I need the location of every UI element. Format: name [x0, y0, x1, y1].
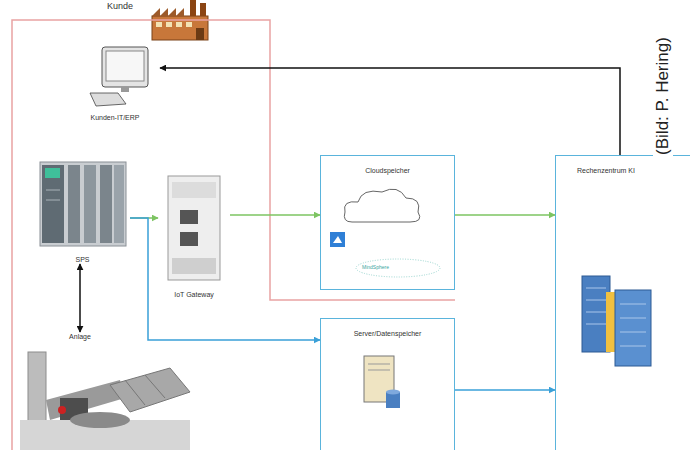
black-arrow — [79, 264, 81, 332]
box-title: Rechenzentrum KI — [576, 166, 636, 175]
plant-node: Anlage — [15, 332, 145, 450]
node-label: Kunde — [107, 1, 133, 12]
computer-icon — [90, 47, 148, 106]
node-label: Kunden-IT/ERP — [70, 113, 160, 122]
server-box: Server/Datenspeicher — [320, 318, 455, 450]
node-label: Anlage — [15, 332, 145, 341]
region-border — [12, 20, 455, 450]
gateway-node: IoT Gateway — [158, 172, 230, 299]
node-label: SPS — [35, 255, 130, 264]
image-credit: (Bild: P. Hering) — [653, 11, 673, 181]
green-arrow — [130, 217, 158, 219]
box-title: Server/Datenspeicher — [321, 329, 454, 338]
datacenter-box: Rechenzentrum KI — [555, 155, 690, 450]
erp-node: Kunden-IT/ERP — [70, 42, 160, 122]
blue-arrow — [455, 389, 555, 391]
box-title: Cloudspeicher — [321, 166, 454, 175]
machine-image — [20, 352, 190, 450]
datacenter-icon — [582, 276, 651, 366]
cloud-icon — [330, 189, 440, 277]
plc-node: SPS — [35, 158, 130, 264]
node-label: IoT Gateway — [158, 290, 230, 299]
green-arrow — [230, 214, 320, 216]
platform-logo-text: MindSphere — [362, 264, 389, 270]
region-outline — [12, 20, 455, 450]
black-arrow — [160, 68, 620, 155]
server-icon — [364, 356, 400, 408]
customer-region: KundeKunden-IT/ERPSPSIoT GatewayAnlageSe… — [12, 20, 455, 450]
plc-image — [40, 162, 126, 246]
gateway-image — [168, 176, 220, 280]
blue-arrow — [130, 218, 320, 340]
green-arrow — [455, 214, 555, 216]
